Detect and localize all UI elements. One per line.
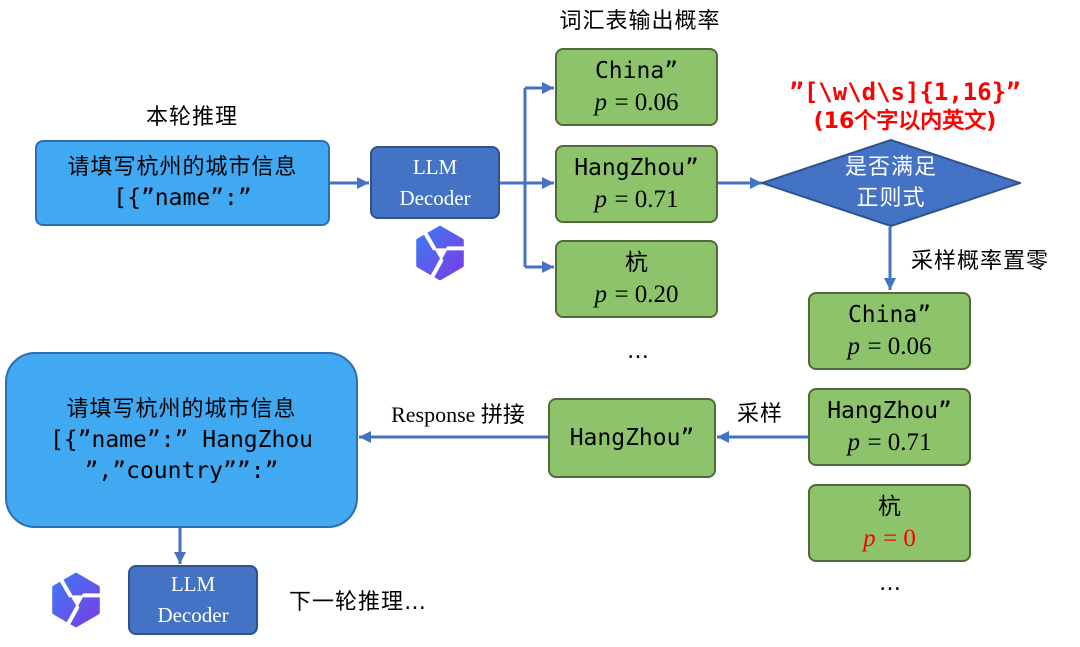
- candidate-probability: p= 0: [863, 523, 916, 555]
- candidate-token: HangZhou”: [574, 154, 699, 181]
- zero-probability-label: 采样概率置零: [910, 249, 1049, 274]
- probability-symbol: p: [594, 185, 607, 213]
- candidate-token: China”: [594, 57, 679, 84]
- decoder-title: LLM: [170, 572, 216, 596]
- masked-candidate-hangzhou: HangZhou” p= 0.71: [808, 388, 971, 466]
- probability-value: = 0.71: [614, 185, 679, 213]
- masked-candidate-hang: 杭 p= 0: [808, 484, 971, 562]
- diamond-shape: [761, 139, 1021, 227]
- candidate-probability: p= 0.71: [594, 184, 678, 216]
- probability-value: = 0.06: [867, 332, 932, 360]
- prompt-text-line2: [{”name”:”: [113, 185, 252, 211]
- candidate-token: China”: [847, 301, 932, 328]
- probability-value: = 0.71: [867, 428, 932, 456]
- prompt-text-line1: 请填写杭州的城市信息: [67, 155, 298, 180]
- candidate-token: 杭: [625, 249, 648, 276]
- next-prompt-line1: 请填写杭州的城市信息: [66, 396, 297, 422]
- vocab-candidate-china: China” p= 0.06: [555, 48, 718, 126]
- diamond-polygon: [761, 139, 1021, 227]
- probability-symbol: p: [594, 88, 607, 116]
- next-prompt-line3: ”,”country””:”: [84, 457, 279, 484]
- regex-check-diamond: 是否满足 正则式: [761, 139, 1021, 227]
- candidate-probability: p= 0.71: [847, 427, 931, 459]
- probability-symbol: p: [847, 428, 860, 456]
- decoder-subtitle: Decoder: [157, 603, 229, 627]
- logo-cut-1: [60, 579, 73, 598]
- decoder-subtitle: Decoder: [399, 185, 471, 210]
- regex-pattern: ”[\w\d\s]{1,16}”: [789, 78, 1021, 106]
- vocab-candidate-hang: 杭 p= 0.20: [555, 240, 718, 318]
- regex-note: (16个字以内英文): [813, 109, 997, 134]
- probability-value: = 0: [883, 524, 916, 552]
- llm-decoder-box: LLM Decoder: [370, 146, 500, 219]
- probability-symbol: p: [594, 280, 607, 308]
- probability-symbol: p: [847, 332, 860, 360]
- qwen-logo-icon: [416, 225, 466, 281]
- sampled-token: HangZhou”: [569, 424, 695, 451]
- decoder-title: LLM: [412, 154, 458, 179]
- candidate-token: 杭: [878, 493, 901, 520]
- current-round-label: 本轮推理: [145, 105, 238, 130]
- logo-core-triangle: [70, 595, 85, 608]
- next-prompt-line2: [{”name”:” HangZhou: [49, 426, 314, 453]
- probability-value: = 0.06: [614, 88, 679, 116]
- next-prompt-box: 请填写杭州的城市信息 [{”name”:” HangZhou ”,”countr…: [5, 352, 358, 528]
- next-round-label: 下一轮推理…: [288, 590, 427, 615]
- logo-core-triangle: [434, 248, 449, 261]
- response-concat-label: Response 拼接: [391, 402, 525, 427]
- probability-value: = 0.20: [614, 280, 679, 308]
- diamond-text: 是否满足 正则式: [761, 139, 1021, 227]
- logo-cut-3: [65, 605, 80, 627]
- logo-cut-3: [429, 258, 444, 280]
- candidate-probability: p= 0.20: [594, 279, 678, 311]
- vocab-more-ellipsis: …: [627, 339, 649, 364]
- masked-candidate-china: China” p= 0.06: [808, 292, 971, 370]
- candidate-probability: p= 0.06: [594, 87, 678, 119]
- next-llm-decoder-box: LLM Decoder: [128, 565, 258, 635]
- vocab-candidate-hangzhou: HangZhou” p= 0.71: [555, 145, 718, 223]
- sampled-token-box: HangZhou”: [548, 398, 716, 478]
- check-line2: 正则式: [856, 186, 926, 211]
- candidate-token: HangZhou”: [827, 397, 952, 424]
- regex-constraint: ”[\w\d\s]{1,16}” (16个字以内英文): [760, 77, 1050, 137]
- masked-more-ellipsis: …: [879, 571, 901, 596]
- probability-symbol: p: [863, 524, 876, 552]
- vocab-probability-label: 词汇表输出概率: [559, 9, 721, 34]
- qwen-logo-icon: [52, 572, 102, 628]
- prompt-box: 请填写杭州的城市信息 [{”name”:”: [35, 140, 330, 226]
- candidate-probability: p= 0.06: [847, 331, 931, 363]
- logo-cut-1: [424, 232, 437, 251]
- sample-label: 采样: [736, 402, 783, 427]
- check-line1: 是否满足: [844, 155, 937, 180]
